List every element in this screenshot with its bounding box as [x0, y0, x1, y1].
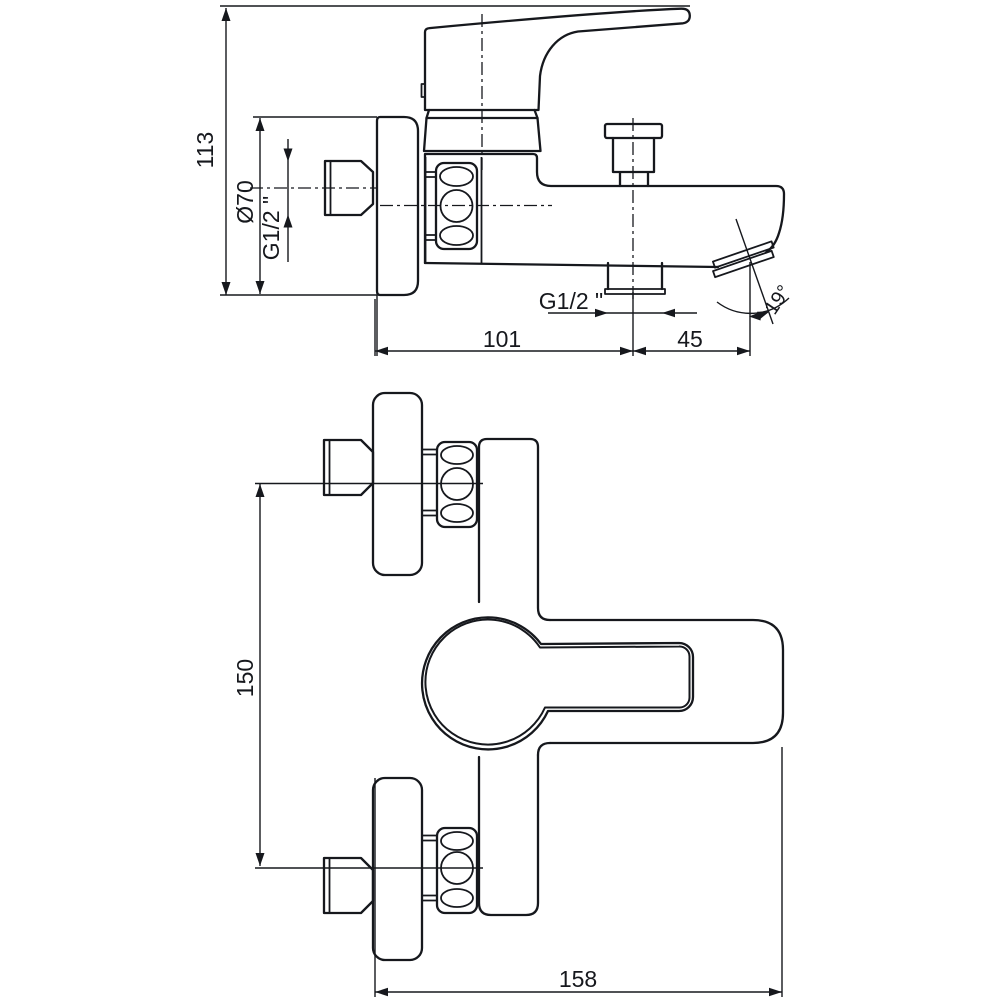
arrowhead — [255, 118, 265, 131]
lower-wall-thread — [322, 856, 375, 915]
side-view: 113 Ø70 G1/2 " — [192, 5, 796, 356]
lower-ring-bottom — [440, 888, 474, 908]
aerator-bar-lower — [712, 249, 775, 279]
dim-outlet-to-spout-label: 45 — [677, 326, 703, 352]
arrowhead — [283, 214, 293, 228]
arrowhead — [620, 346, 633, 356]
lever-handle-inner-line — [424, 618, 691, 746]
cartridge-neck — [425, 108, 539, 120]
shower-outlet-lip — [604, 288, 666, 295]
upper-ring-top — [440, 445, 474, 465]
connector-ring-top — [439, 166, 474, 187]
arrowhead — [633, 346, 646, 356]
upper-ring-band — [435, 440, 479, 529]
arrowhead — [283, 148, 293, 162]
arrowhead — [375, 346, 388, 356]
connector-stub-lines — [425, 171, 436, 241]
connector-ring-middle — [439, 189, 474, 223]
dim-overall-depth-label: 158 — [559, 966, 597, 992]
upper-wall-thread — [322, 438, 375, 497]
upper-ring-bottom — [440, 503, 474, 523]
arrowhead — [375, 987, 388, 997]
arrowhead — [255, 484, 265, 497]
angle-inclined-line — [735, 218, 774, 325]
spout-aerator — [712, 240, 775, 279]
body-column-upper — [477, 437, 552, 622]
lower-escutcheon-plate — [371, 776, 424, 962]
cartridge-ring — [422, 116, 542, 153]
dim-wall-to-outlet-label: 101 — [483, 326, 521, 352]
aerator-bar-upper — [712, 240, 775, 269]
connector-ring-bottom — [439, 225, 474, 246]
arrowhead — [595, 308, 608, 318]
handle-indicator-tab — [420, 83, 425, 98]
arrowhead — [255, 281, 265, 294]
body-column-lower — [477, 753, 540, 917]
dim-escutcheon-diameter-label: Ø70 — [232, 180, 258, 223]
wall-thread-connector — [323, 159, 375, 217]
dim-overall-height-label: 113 — [192, 132, 218, 169]
front-view: 150 158 — [232, 391, 785, 997]
connector-ring-band — [434, 161, 479, 251]
arrowhead — [221, 282, 231, 295]
lever-handle-side — [423, 7, 691, 112]
dim-inlet-thread-label: G1/2 " — [258, 196, 284, 260]
arrowhead — [221, 8, 231, 21]
shower-outlet — [606, 261, 664, 291]
arrowhead — [769, 987, 782, 997]
lower-stub-lines — [422, 834, 437, 902]
mixer-body-side — [423, 152, 786, 265]
dim-outlet-thread-label: G1/2 " — [539, 288, 603, 314]
upper-stub-lines — [422, 448, 437, 517]
arrowhead — [737, 346, 750, 356]
lower-ring-band — [435, 826, 479, 915]
angle-arc — [716, 297, 790, 315]
arrowhead — [757, 311, 770, 320]
escutcheon-plate-side — [375, 115, 420, 297]
arrowhead — [255, 853, 265, 866]
dim-connection-spacing-label: 150 — [232, 659, 258, 697]
body-horizontal — [548, 618, 785, 745]
body-lower-fillet — [536, 741, 552, 757]
arrowhead — [662, 308, 675, 318]
lower-ring-top — [440, 831, 474, 851]
spout-bottom-edge — [423, 261, 720, 269]
